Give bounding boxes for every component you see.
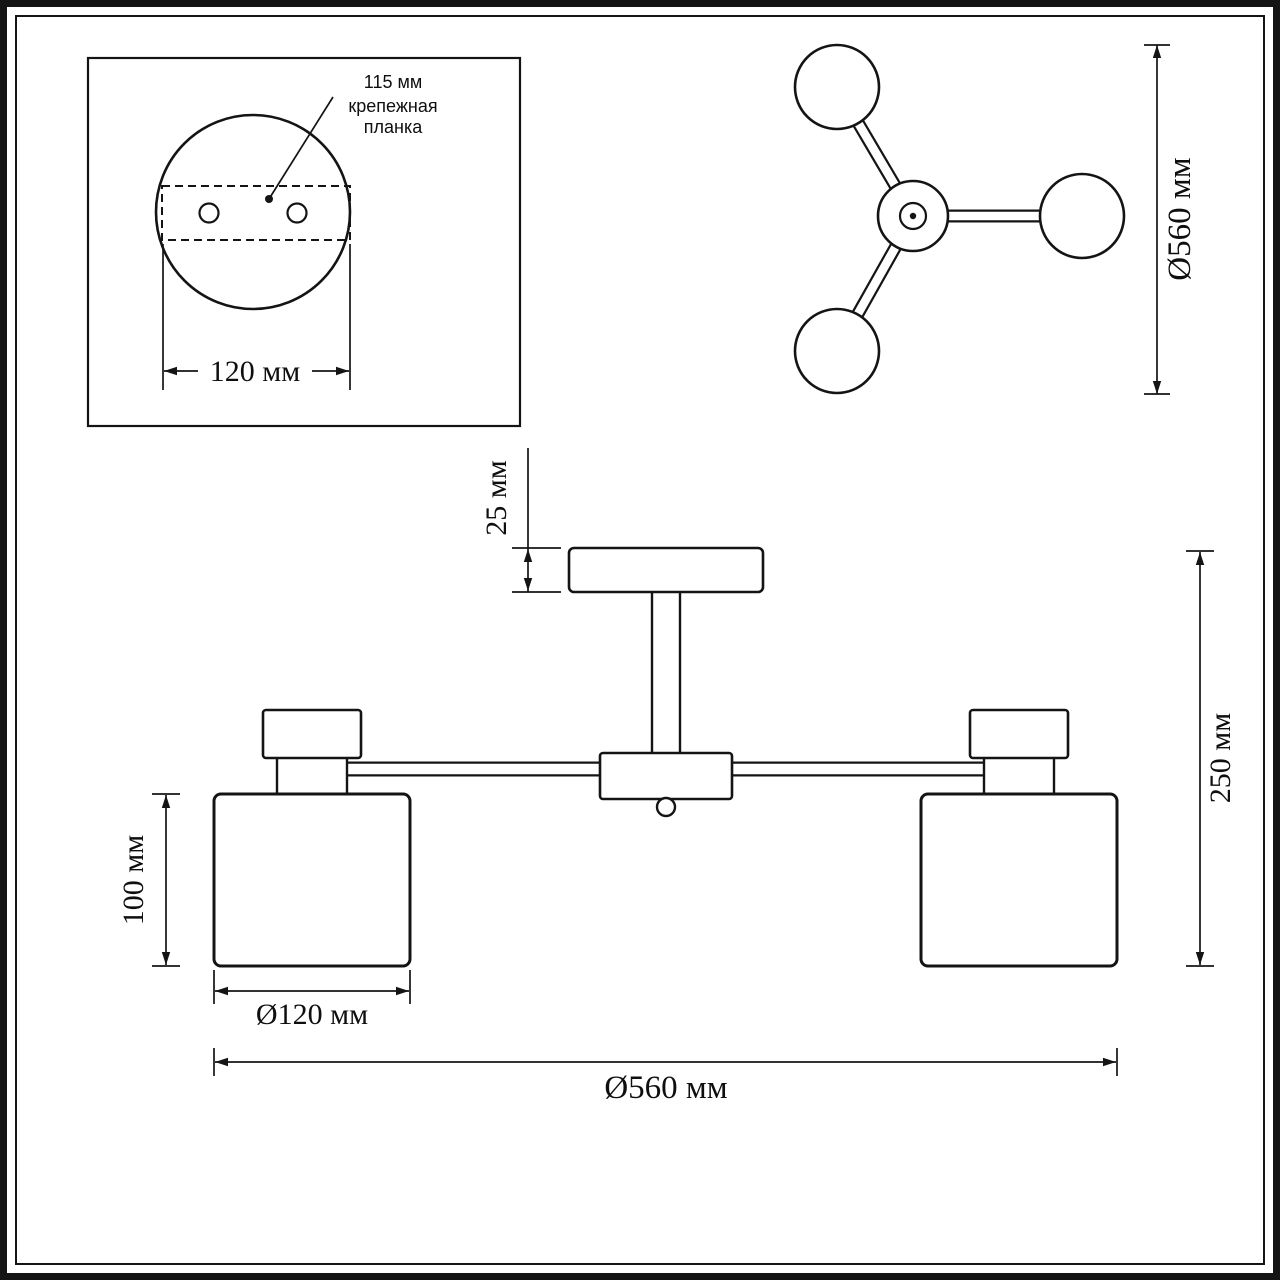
dim-diameter-label: Ø560 мм <box>1162 157 1198 280</box>
arrowhead <box>161 795 171 808</box>
dim-total-diameter-label: Ø560 мм <box>604 1070 727 1106</box>
front-view <box>212 546 1119 968</box>
bracket-label-line2: планка <box>364 117 423 137</box>
arrowhead <box>215 1057 228 1067</box>
arrowhead <box>396 986 409 996</box>
arrowhead <box>1152 45 1162 58</box>
hub-center-dot <box>909 212 917 220</box>
bracket-label-line1: крепежная <box>348 96 437 116</box>
ceiling-canopy <box>567 546 765 594</box>
dim-100-label: 100 мм <box>117 835 150 925</box>
top-view: Ø560 мм <box>793 43 1198 395</box>
arrowhead <box>1195 952 1205 965</box>
inner-frame <box>15 15 1265 1265</box>
dim-250-label: 250 мм <box>1204 713 1237 803</box>
arrowhead <box>215 986 228 996</box>
dim-120-label: 120 мм <box>210 355 300 388</box>
label-mask <box>198 349 312 389</box>
right-neck <box>982 754 1056 798</box>
right-shade <box>919 792 1119 968</box>
right-socket-cover <box>968 708 1070 760</box>
finial-knob <box>655 796 677 818</box>
dim-shade-diameter-label: Ø120 мм <box>256 998 368 1031</box>
left-neck <box>275 754 349 798</box>
dim-total-height: 250 мм <box>1186 550 1237 967</box>
mounting-bracket-dashed-rect <box>161 185 351 241</box>
arrowhead <box>1103 1057 1116 1067</box>
mounting-detail-inset: 115 мм крепежная планка 120 мм <box>86 56 522 428</box>
dim-115-label: 115 мм <box>364 72 422 92</box>
screw-hole-left <box>198 202 220 224</box>
inset-panel-border <box>86 56 522 428</box>
ceiling-plate-circle <box>154 113 352 311</box>
left-socket-cover <box>261 708 363 760</box>
arrowhead <box>164 366 177 376</box>
dim-canopy-height: 25 мм <box>480 448 561 593</box>
arrowhead <box>1195 552 1205 565</box>
dim-shade-diameter: Ø120 мм <box>213 970 411 1031</box>
leader-line <box>268 96 334 200</box>
arrowhead <box>523 578 533 591</box>
screw-hole-right <box>286 202 308 224</box>
left-shade <box>212 792 412 968</box>
dim-total-diameter: Ø560 мм <box>213 1048 1118 1106</box>
arrowhead <box>161 952 171 965</box>
dim-shade-height: 100 мм <box>117 793 180 967</box>
hub-inner-circle <box>898 201 928 231</box>
shade-circle-bottom <box>793 307 881 395</box>
shade-circle-right <box>1038 172 1126 260</box>
shade-circle-top <box>793 43 881 131</box>
arrowhead <box>336 366 349 376</box>
arrowhead <box>523 549 533 562</box>
arrowhead <box>1152 381 1162 394</box>
central-body <box>598 751 734 801</box>
dim-25-label: 25 мм <box>480 460 513 535</box>
stem <box>650 584 682 764</box>
